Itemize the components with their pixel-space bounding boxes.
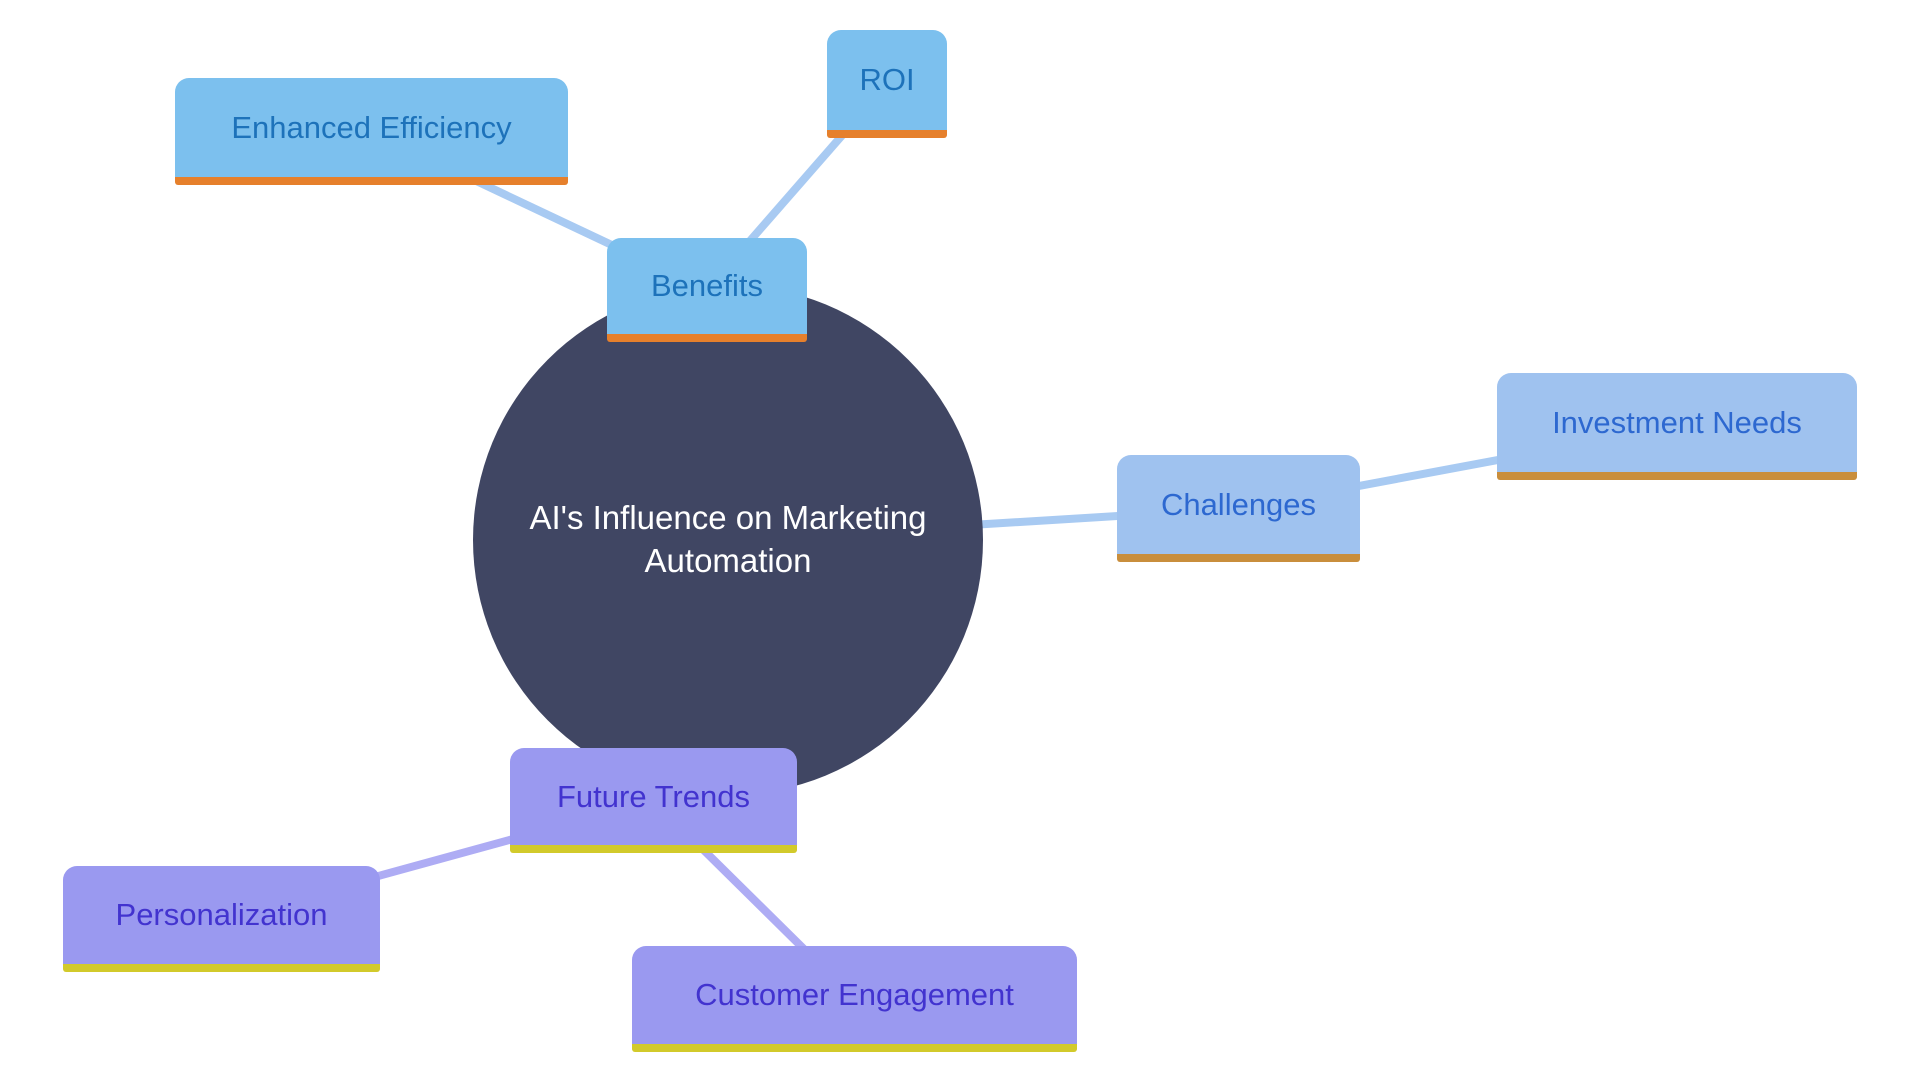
node-benefits[interactable]: Benefits <box>607 238 807 342</box>
central-topic-node[interactable]: AI's Influence on Marketing Automation <box>473 285 983 795</box>
node-investment-needs[interactable]: Investment Needs <box>1497 373 1857 480</box>
node-label-future-trends: Future Trends <box>557 778 750 814</box>
node-personalization[interactable]: Personalization <box>63 866 380 972</box>
node-label-enhanced-efficiency: Enhanced Efficiency <box>231 109 512 145</box>
node-label-roi: ROI <box>859 62 915 97</box>
node-enhanced-efficiency[interactable]: Enhanced Efficiency <box>175 78 568 185</box>
central-topic-label: AI's Influence on Marketing Automation <box>529 499 927 579</box>
node-label-personalization: Personalization <box>115 897 328 932</box>
node-label-benefits: Benefits <box>650 268 763 303</box>
node-customer-engagement[interactable]: Customer Engagement <box>632 946 1077 1052</box>
node-label-customer-engagement: Customer Engagement <box>695 977 1014 1012</box>
node-challenges[interactable]: Challenges <box>1117 455 1360 562</box>
node-roi[interactable]: ROI <box>827 30 947 138</box>
node-label-investment-needs: Investment Needs <box>1552 404 1802 440</box>
node-label-challenges: Challenges <box>1160 486 1317 522</box>
node-future-trends[interactable]: Future Trends <box>510 748 797 853</box>
